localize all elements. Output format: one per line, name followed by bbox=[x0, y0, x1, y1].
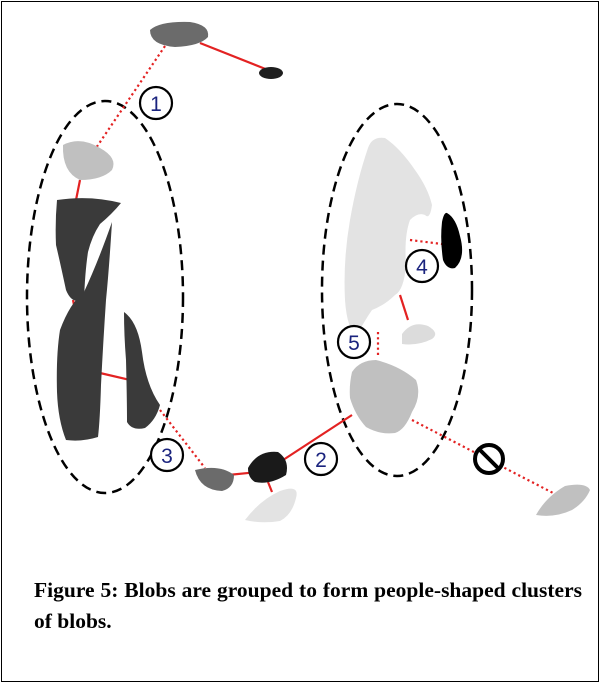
marker-3: 3 bbox=[151, 439, 183, 471]
blob bbox=[248, 452, 287, 483]
blob bbox=[195, 468, 234, 491]
blob bbox=[350, 360, 419, 433]
blob bbox=[245, 489, 297, 523]
marker-label: 3 bbox=[161, 445, 173, 468]
link bbox=[200, 43, 268, 70]
blob bbox=[402, 324, 435, 344]
link bbox=[268, 482, 272, 492]
blob bbox=[441, 213, 462, 268]
blob bbox=[150, 22, 208, 47]
blob bbox=[536, 485, 590, 516]
rejected-link-icon bbox=[475, 445, 503, 473]
link bbox=[76, 180, 80, 200]
blob bbox=[345, 138, 432, 335]
blob bbox=[63, 141, 114, 180]
link bbox=[400, 295, 408, 320]
figure-caption: Figure 5: Blobs are grouped to form peop… bbox=[34, 575, 582, 637]
marker-label: 2 bbox=[315, 449, 327, 472]
marker-2: 2 bbox=[305, 443, 337, 475]
marker-4: 4 bbox=[406, 250, 438, 282]
marker-label: 4 bbox=[416, 256, 428, 279]
marker-1: 1 bbox=[140, 87, 172, 119]
marker-label: 5 bbox=[348, 332, 360, 355]
blob bbox=[259, 67, 283, 79]
marker-5: 5 bbox=[338, 326, 370, 358]
link bbox=[410, 240, 442, 244]
link bbox=[100, 373, 130, 380]
blob-grouping-diagram: 1 2 3 4 5 bbox=[0, 0, 602, 560]
blob bbox=[124, 312, 160, 429]
marker-label: 1 bbox=[150, 93, 162, 116]
